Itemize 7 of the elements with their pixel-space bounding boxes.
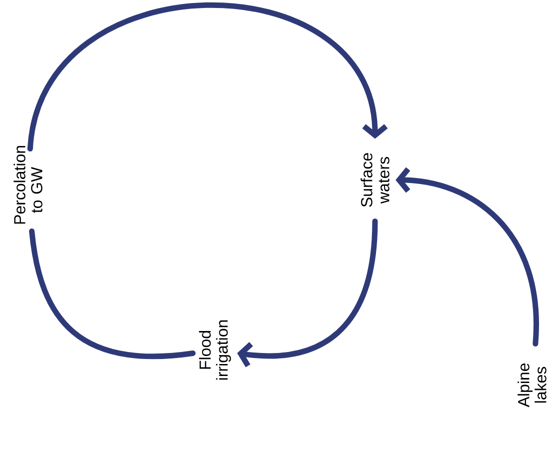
node-label: Flood irrigation	[199, 320, 231, 380]
node-label: Percolation to GW	[14, 146, 42, 224]
arrow	[27, 2, 388, 152]
node-label: Surface waters	[360, 153, 390, 207]
node-label: Alpine lakes	[518, 363, 546, 408]
arrow	[237, 218, 378, 368]
arrow	[396, 167, 539, 347]
